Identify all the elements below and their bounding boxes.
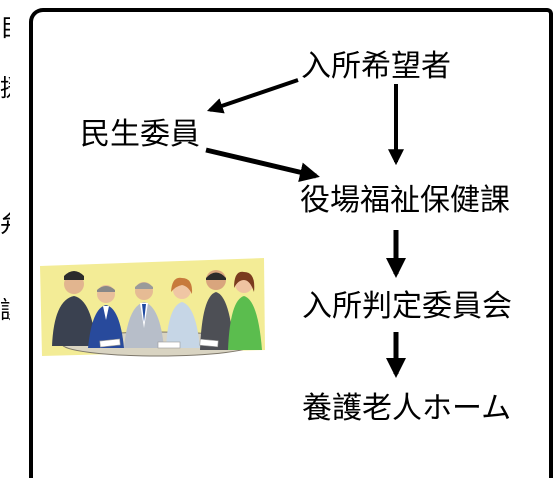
node-committee: 入所判定委員会 xyxy=(302,289,512,324)
node-town-office: 役場福祉保健課 xyxy=(300,183,510,218)
arrow-applicant-to-commissioner xyxy=(206,78,299,114)
edge-text-fragment: 談 xyxy=(0,298,10,322)
node-welfare-commissioner: 民生委員 xyxy=(80,117,200,152)
node-nursing-home: 養護老人ホーム xyxy=(302,391,512,426)
edge-text-fragment: 弁 xyxy=(0,212,10,236)
diagram-frame xyxy=(29,8,553,478)
edge-text-fragment: 援 xyxy=(0,76,10,100)
meeting-clipart xyxy=(40,258,265,357)
node-applicant: 入所希望者 xyxy=(301,49,451,84)
edge-text-fragment: 目 xyxy=(0,16,10,40)
arrow-commissioner-to-office xyxy=(205,147,320,183)
